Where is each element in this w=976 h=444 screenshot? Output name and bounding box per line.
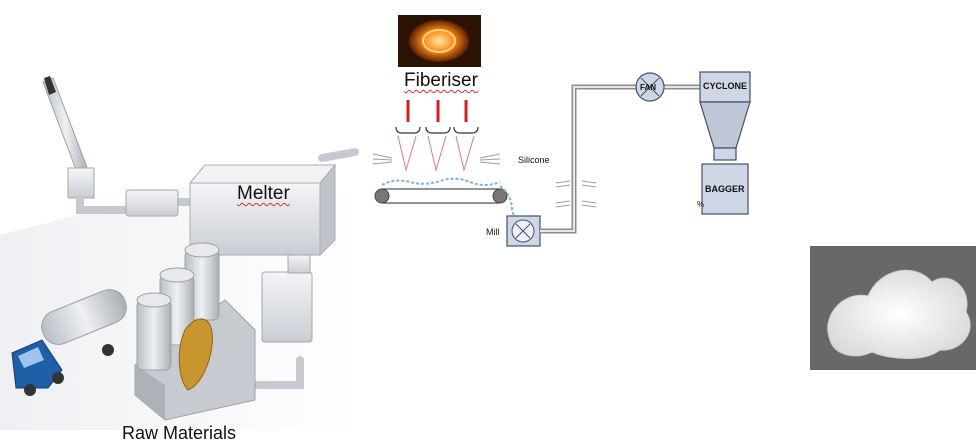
air-flow-arrows <box>555 180 597 208</box>
conveyor-belt <box>374 177 521 223</box>
fiberiser-photo <box>398 15 481 67</box>
bagger-unit <box>701 163 749 215</box>
raw-materials-label: Raw Materials <box>122 423 237 443</box>
air-duct <box>540 84 700 234</box>
insulation-wool-photo <box>810 246 976 370</box>
bagger-mark: % <box>697 200 705 209</box>
melter-unit <box>188 163 337 257</box>
silicone-label: Silicone <box>518 155 550 165</box>
cyclone-label: CYCLONE <box>703 81 748 91</box>
fiberiser-label: Fiberiser <box>404 70 478 91</box>
fan-label: FAN <box>640 83 656 92</box>
fan-unit <box>635 72 665 102</box>
filter-box <box>125 189 179 217</box>
mill-unit <box>506 215 541 247</box>
mill-label: Mill <box>486 227 500 237</box>
tanker-truck <box>11 289 127 396</box>
silos <box>136 242 220 371</box>
fiberiser-spinners <box>372 100 501 172</box>
raw-material-pile <box>178 318 213 391</box>
stack <box>42 76 95 199</box>
right-process-unit <box>261 254 313 343</box>
batch-house <box>134 242 256 421</box>
cyclone-unit <box>699 71 751 161</box>
melter-label: Melter <box>237 183 290 204</box>
bagger-label: BAGGER <box>705 184 745 194</box>
